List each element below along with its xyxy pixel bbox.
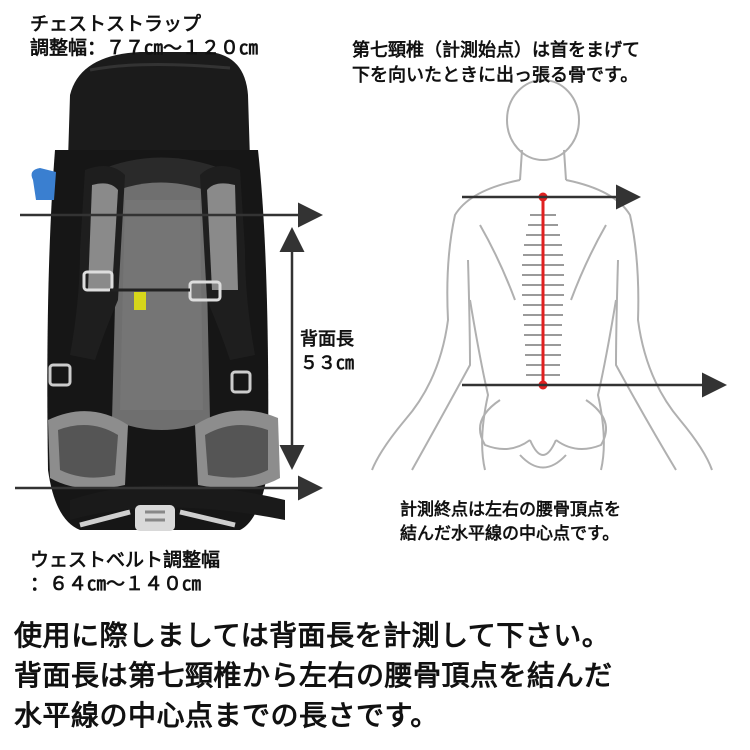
end-point-note: 計測終点は左右の腰骨頂点を結んだ水平線の中心点です。 <box>400 498 621 546</box>
end-note-line1: 計測終点は左右の腰骨頂点を <box>400 500 621 520</box>
instruction-line3: 水平線の中心点までの長さです。 <box>14 699 439 732</box>
back-length-label: 背面長 ５３㎝ <box>300 328 354 376</box>
back-length-title: 背面長 <box>300 329 354 350</box>
instruction-text: 使用に際しましては背面長を計測して下さい。背面長は第七頸椎から左右の腰骨頂点を結… <box>14 616 613 736</box>
waist-belt-line2: ：６４㎝～１４０㎝ <box>30 573 202 595</box>
chest-strap-line2: 調整幅：７７㎝～１２０㎝ <box>30 37 259 59</box>
waist-belt-line1: ウェストベルト調整幅 <box>30 549 221 571</box>
backpack-image <box>31 52 285 531</box>
chest-strap-label: チェストストラップ調整幅：７７㎝～１２０㎝ <box>30 12 258 60</box>
instruction-line1: 使用に際しましては背面長を計測して下さい。 <box>14 619 611 652</box>
instruction-line2: 背面長は第七頸椎から左右の腰骨頂点を結んだ <box>14 659 613 692</box>
chest-strap-line1: チェストストラップ <box>30 13 202 35</box>
c7-note-line1: 第七頸椎（計測始点）は首をまげて <box>352 40 640 61</box>
back-length-value: ５３㎝ <box>300 353 354 374</box>
c7-note-line2: 下を向いたときに出っ張る骨です。 <box>352 65 639 86</box>
c7-note: 第七頸椎（計測始点）は首をまげて下を向いたときに出っ張る骨です。 <box>352 38 640 88</box>
end-note-line2: 結んだ水平線の中心点です。 <box>400 524 620 544</box>
waist-belt-label: ウェストベルト調整幅：６４㎝～１４０㎝ <box>30 548 220 596</box>
